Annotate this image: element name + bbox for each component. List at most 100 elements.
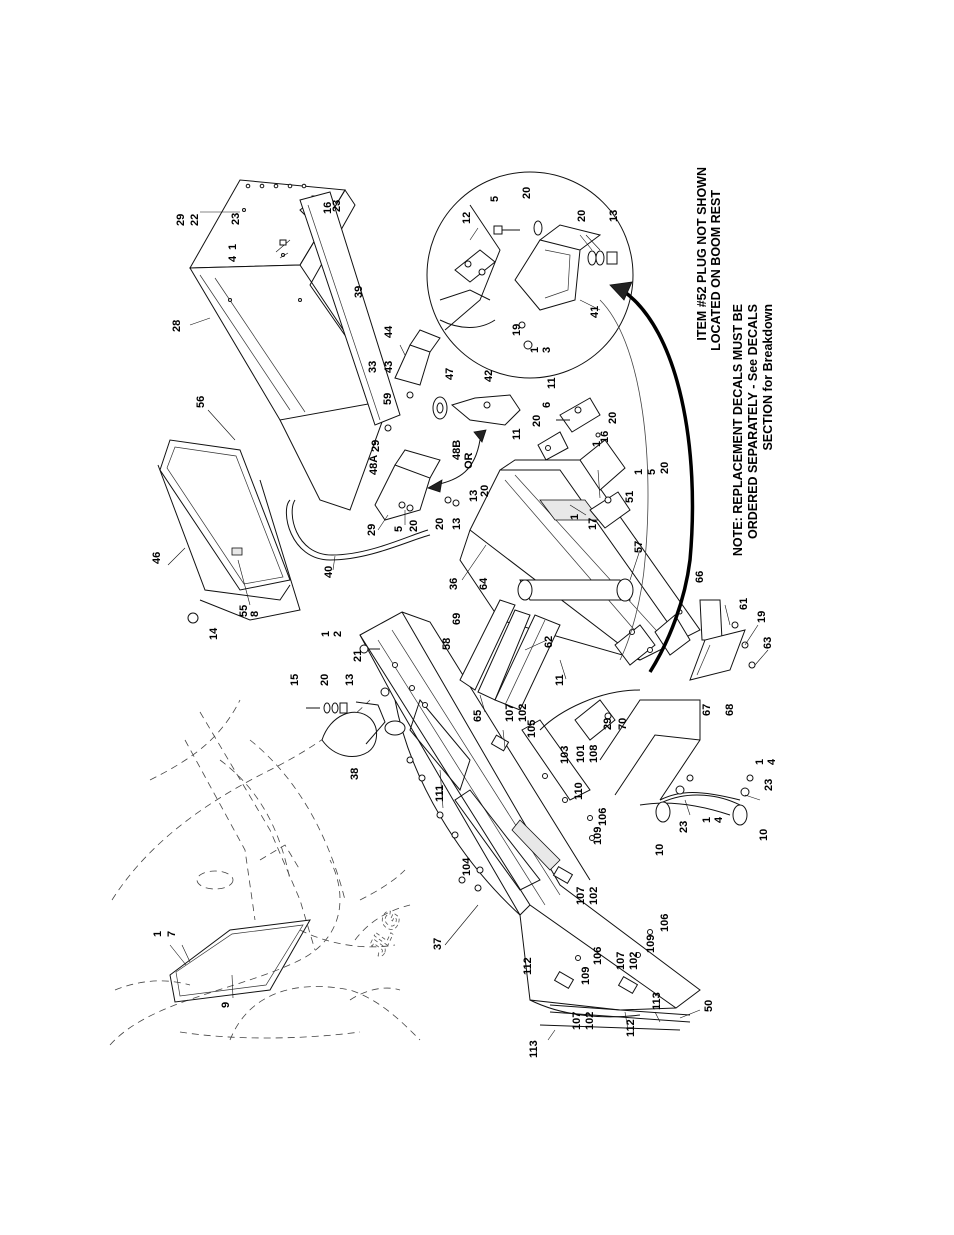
part-label-l-5c: 5 — [489, 196, 501, 202]
part-label-l-43: 43 — [383, 361, 395, 373]
part-label-l-111: 111 — [434, 785, 446, 802]
pads-items-69-65-62 — [459, 599, 561, 713]
part-label-l-6: 6 — [541, 402, 553, 408]
part-label-l-20b: 20 — [434, 518, 446, 530]
part-label-l-56: 56 — [195, 396, 207, 408]
part-label-l-13c: 13 — [344, 674, 356, 686]
part-label-l-37: 37 — [432, 938, 444, 950]
part-label-l-1d: 1 — [701, 817, 713, 823]
part-label-l-42: 42 — [483, 370, 495, 382]
lower-linkage-items-10-23 — [655, 774, 761, 826]
part-label-l-22: 22 — [189, 214, 201, 226]
part-label-l-20f: 20 — [607, 412, 619, 424]
decal-panel-item-9 — [169, 919, 311, 1003]
part-label-l-113b: 113 — [651, 992, 663, 1010]
part-label-l-51: 51 — [624, 491, 636, 503]
part-label-l-61: 61 — [738, 598, 750, 610]
part-label-l-57: 57 — [633, 541, 645, 553]
part-label-l-5b: 5 — [646, 469, 658, 475]
part-label-l-3: 3 — [541, 347, 553, 353]
rod-item-40 — [285, 499, 431, 571]
part-label-l-107d: 107 — [571, 1012, 583, 1030]
part-label-l-39: 39 — [353, 286, 365, 298]
part-label-l-106c: 106 — [659, 914, 671, 932]
detail-view-circle — [426, 171, 634, 379]
part-label-l-7: 7 — [166, 931, 178, 937]
part-label-l-46: 46 — [151, 552, 163, 564]
part-label-l-12: 12 — [461, 212, 473, 224]
part-label-l-112b: 112 — [625, 1019, 637, 1037]
part-label-l-11b: 11 — [511, 428, 523, 440]
part-label-l-13b: 13 — [468, 490, 480, 502]
part-label-l-65: 65 — [472, 710, 484, 722]
part-label-l-70: 70 — [617, 718, 629, 730]
part-label-l-11a: 11 — [554, 674, 566, 686]
part-label-l-109c: 109 — [645, 935, 657, 953]
part-label-l-55: 55 — [238, 605, 250, 617]
part-label-l-19b: 19 — [511, 324, 523, 336]
part-label-l-59: 59 — [382, 393, 394, 405]
part-label-l-50: 50 — [703, 1000, 715, 1012]
or-arrow — [427, 429, 487, 493]
part-label-l-107c: 107 — [615, 952, 627, 970]
note-line-n4: ORDERED SEPARATELY - See DECALS — [746, 304, 760, 539]
part-label-l-13d: 13 — [608, 210, 620, 222]
part-label-l-40: 40 — [323, 566, 335, 578]
part-label-l-64: 64 — [478, 577, 490, 590]
part-label-l-1b: 1 — [320, 631, 332, 637]
part-label-l-10b: 10 — [758, 829, 770, 841]
part-label-l-17: 17 — [587, 518, 599, 530]
part-label-l-OR: OR — [463, 452, 475, 469]
part-label-l-1c: 1 — [152, 931, 164, 937]
hardware-stack-upper — [306, 644, 380, 714]
part-label-l-36: 36 — [448, 578, 460, 590]
part-label-l-29c: 29 — [366, 524, 378, 536]
part-label-l-15: 15 — [289, 674, 301, 686]
part-label-l-16b: 16 — [599, 431, 611, 443]
frame-panel-items-56-46 — [157, 409, 301, 624]
part-label-l-44: 44 — [383, 325, 395, 338]
part-label-l-62: 62 — [543, 636, 555, 648]
part-label-l-2: 2 — [332, 631, 344, 637]
part-label-l-110: 110 — [573, 782, 585, 800]
part-label-l-1a: 1 — [227, 244, 239, 250]
part-label-l-38: 38 — [349, 768, 361, 780]
part-label-l-102d: 102 — [584, 1012, 596, 1030]
part-label-l-28: 28 — [171, 320, 183, 332]
part-label-l-113a: 113 — [528, 1040, 540, 1058]
boom-interior-parts — [392, 662, 653, 995]
note-line-n2: LOCATED ON BOOM REST — [709, 190, 723, 351]
part-label-l-20c: 20 — [479, 485, 491, 497]
part-label-l-23d: 23 — [763, 779, 775, 791]
part-label-l-9: 9 — [220, 1002, 232, 1008]
part-label-l-107b: 107 — [575, 887, 587, 905]
part-label-l-21: 21 — [352, 650, 364, 662]
mid-frame-items-36-51 — [459, 397, 701, 680]
part-label-l-29d: 29 — [602, 718, 614, 730]
part-label-l-14: 14 — [208, 627, 220, 640]
part-label-l-13a: 13 — [451, 518, 463, 530]
part-label-l-102a: 102 — [517, 704, 529, 722]
part-label-l-105: 105 — [526, 720, 538, 738]
part-label-l-20g: 20 — [659, 462, 671, 474]
detail-pointer-arrow — [599, 281, 695, 673]
part-label-l-107a: 107 — [504, 704, 516, 722]
part-label-l-1i: 1 — [529, 347, 541, 353]
part-label-l-1f: 1 — [569, 514, 581, 520]
part-label-l-20e: 20 — [531, 415, 543, 427]
part-label-l-20a: 20 — [408, 520, 420, 532]
part-label-l-20d: 20 — [319, 674, 331, 686]
part-label-l-67: 67 — [701, 704, 713, 716]
part-label-l-5a: 5 — [393, 526, 405, 532]
part-label-l-23c: 23 — [678, 821, 690, 833]
part-label-l-11c: 11 — [546, 377, 558, 389]
tube-items-57-64 — [517, 549, 641, 602]
knob-item-38 — [321, 687, 406, 757]
part-label-l-19a: 19 — [756, 611, 768, 623]
part-label-l-29a: 29 — [175, 214, 187, 226]
part-label-l-33: 33 — [367, 361, 379, 373]
part-label-l-1h: 1 — [633, 469, 645, 475]
part-label-l-109a: 109 — [592, 827, 604, 845]
